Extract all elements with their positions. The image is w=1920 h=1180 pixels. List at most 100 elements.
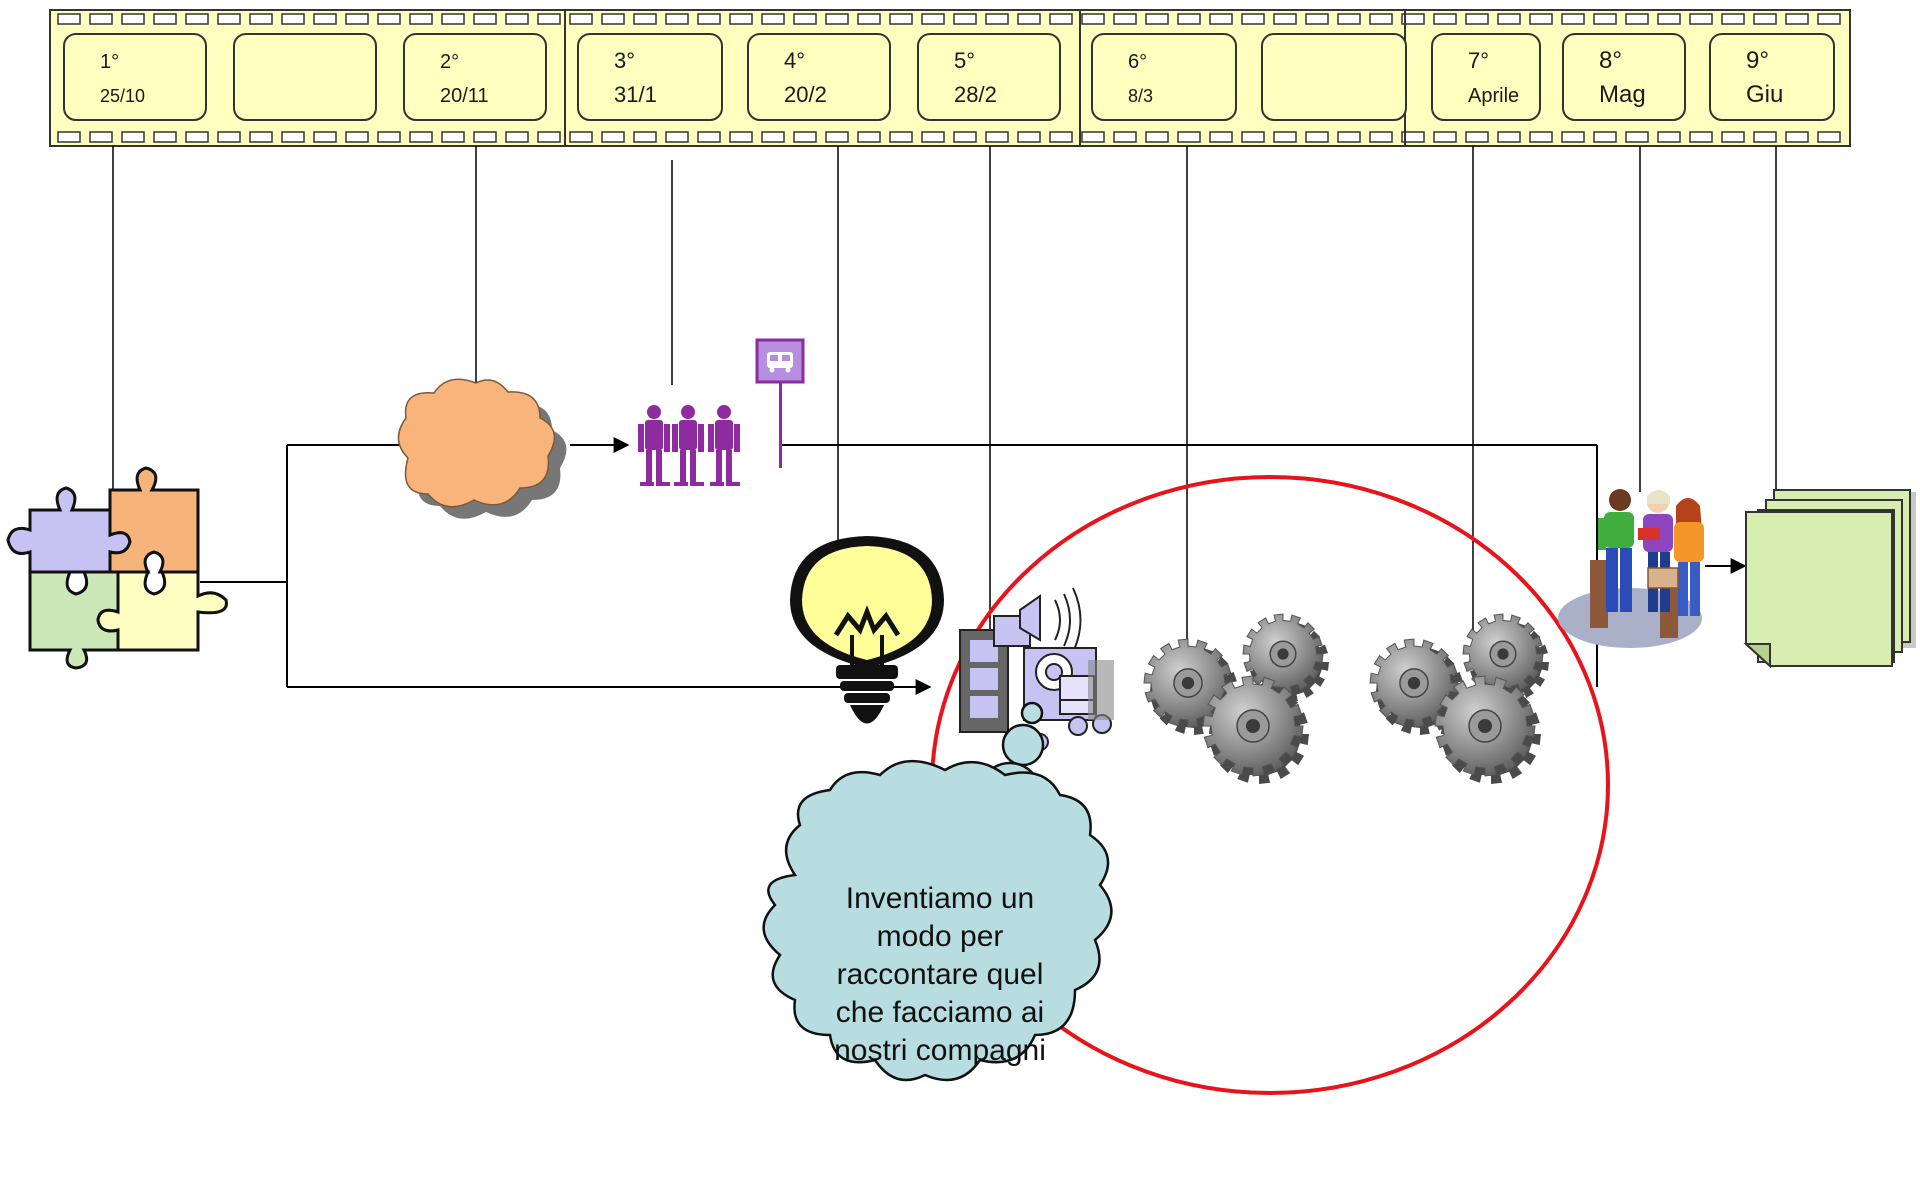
- sprocket-hole: [217, 13, 241, 25]
- people-group-icon: [638, 405, 740, 486]
- sprocket-hole: [1081, 13, 1105, 25]
- thought-cloud-line: raccontare quel: [836, 958, 1044, 991]
- gear-axle: [1277, 648, 1289, 660]
- thought-cloud-line: modo per: [876, 920, 1004, 953]
- frame-date: 25/10: [100, 86, 145, 106]
- sprocket-hole: [1017, 131, 1041, 143]
- sprocket-hole: [1049, 13, 1073, 25]
- students-icon: [1558, 489, 1704, 648]
- sprocket-hole: [377, 13, 401, 25]
- sprocket-hole: [889, 131, 913, 143]
- frame-date: 28/2: [954, 82, 997, 107]
- sprocket-hole: [153, 13, 177, 25]
- sprocket-hole: [1369, 13, 1393, 25]
- sprocket-hole: [1753, 131, 1777, 143]
- sprocket-hole: [57, 131, 81, 143]
- sprocket-hole: [121, 131, 145, 143]
- film-frame: [577, 33, 723, 121]
- sprocket-hole: [633, 131, 657, 143]
- sprocket-hole: [1625, 13, 1649, 25]
- sprocket-hole: [1273, 13, 1297, 25]
- film-frame: [917, 33, 1061, 121]
- frame-number: 9°: [1746, 47, 1769, 74]
- multimedia-icon: [959, 587, 1114, 751]
- sprocket-hole: [409, 13, 433, 25]
- sprocket-hole: [1337, 13, 1361, 25]
- sprocket-hole: [441, 13, 465, 25]
- thought-cloud-line: nostri compagni: [834, 1034, 1046, 1067]
- frame-date: Aprile: [1468, 85, 1519, 107]
- gear-axle: [1497, 648, 1509, 660]
- sprocket-hole: [1433, 131, 1457, 143]
- cloud-icon: [397, 378, 567, 519]
- sprocket-hole: [1433, 13, 1457, 25]
- sprocket-hole: [345, 131, 369, 143]
- sprocket-hole: [1721, 131, 1745, 143]
- sprocket-hole: [1145, 13, 1169, 25]
- film-frame: [1431, 33, 1541, 121]
- sprocket-hole: [793, 131, 817, 143]
- sprocket-hole: [1529, 131, 1553, 143]
- sprocket-hole: [1177, 131, 1201, 143]
- gears-icon: [1369, 613, 1549, 784]
- sprocket-hole: [1657, 131, 1681, 143]
- sprocket-hole: [1529, 13, 1553, 25]
- sprocket-hole: [825, 131, 849, 143]
- sprocket-hole: [1561, 131, 1585, 143]
- sprocket-hole: [1817, 13, 1841, 25]
- frame-date: Giu: [1746, 81, 1783, 108]
- gears-icon: [1143, 613, 1329, 784]
- sprocket-hole: [569, 13, 593, 25]
- sprocket-hole: [761, 131, 785, 143]
- sprocket-hole: [1305, 13, 1329, 25]
- frame-number: 1°: [100, 51, 119, 73]
- sprocket-hole: [1657, 13, 1681, 25]
- frame-date: 20/2: [784, 82, 827, 107]
- film-frame: [403, 33, 547, 121]
- sprocket-hole: [1593, 131, 1617, 143]
- sprocket-hole: [121, 13, 145, 25]
- sprocket-hole: [377, 131, 401, 143]
- frame-number: 4°: [784, 48, 805, 73]
- frame-connectors: [112, 146, 1777, 662]
- sprocket-hole: [249, 13, 273, 25]
- puzzle-icon: [6, 466, 228, 670]
- sprocket-hole: [57, 13, 81, 25]
- bus-stop-icon: [755, 338, 805, 468]
- sprocket-hole: [1209, 131, 1233, 143]
- sprocket-hole: [1273, 131, 1297, 143]
- sprocket-hole: [1753, 13, 1777, 25]
- lightbulb-icon: [790, 536, 944, 724]
- sprocket-hole: [537, 131, 561, 143]
- sprocket-hole: [1369, 131, 1393, 143]
- sprocket-hole: [185, 131, 209, 143]
- sprocket-hole: [1497, 13, 1521, 25]
- film-frame: [1709, 33, 1835, 121]
- sprocket-hole: [697, 131, 721, 143]
- sprocket-hole: [1049, 131, 1073, 143]
- sprocket-hole: [697, 13, 721, 25]
- thought-cloud: [762, 701, 1113, 1082]
- sprocket-hole: [921, 131, 945, 143]
- thought-cloud-line: Inventiamo un: [845, 882, 1035, 915]
- sprocket-hole: [1497, 131, 1521, 143]
- frame-number: 2°: [440, 51, 459, 73]
- sprocket-hole: [1465, 13, 1489, 25]
- film-frames: 1°25/102°20/113°31/14°20/25°28/26°8/37°A…: [63, 33, 1835, 121]
- frame-number: 7°: [1468, 48, 1489, 73]
- sprocket-hole: [537, 13, 561, 25]
- sprocket-hole: [729, 131, 753, 143]
- sprocket-hole: [281, 131, 305, 143]
- sprocket-hole: [569, 131, 593, 143]
- sprocket-hole: [1465, 131, 1489, 143]
- sprocket-hole: [1721, 13, 1745, 25]
- sprocket-hole: [1401, 13, 1425, 25]
- frame-number: 3°: [614, 48, 635, 73]
- frame-number: 8°: [1599, 47, 1622, 74]
- frame-number: 6°: [1128, 51, 1147, 73]
- sprocket-hole: [89, 131, 113, 143]
- film-frame: [1091, 33, 1237, 121]
- film-strip: 1°25/102°20/113°31/14°20/25°28/26°8/37°A…: [49, 9, 1851, 147]
- sprocket-hole: [1241, 131, 1265, 143]
